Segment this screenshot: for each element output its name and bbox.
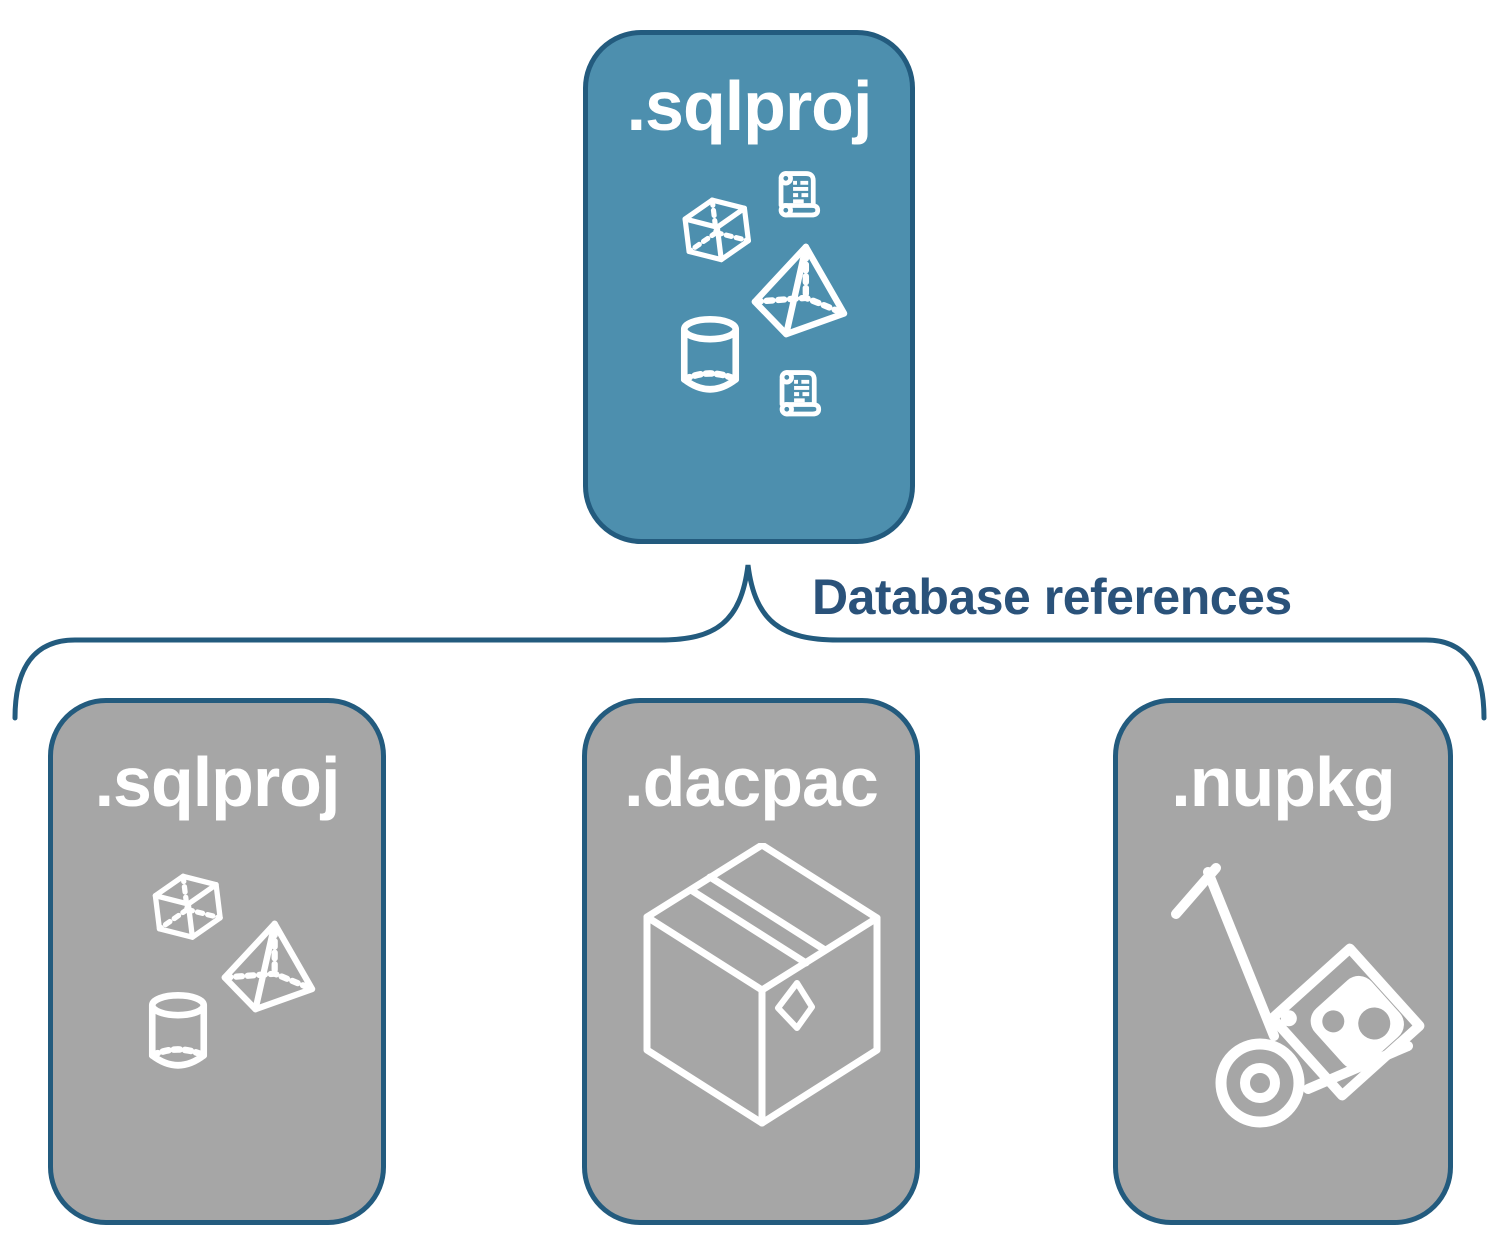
child-node-nupkg: .nupkg (1113, 698, 1453, 1225)
child-node-title: .nupkg (1171, 743, 1395, 821)
scroll-icon (778, 171, 821, 218)
root-node-title: .sqlproj (626, 67, 873, 145)
child-node-dacpac: .dacpac (582, 698, 920, 1225)
cylinder-icon (148, 992, 208, 1069)
root-node-sqlproj: .sqlproj (583, 30, 915, 544)
pyramid-icon (221, 920, 316, 1013)
scroll-icon (779, 370, 822, 417)
cube-icon (682, 197, 751, 263)
child-node-title: .sqlproj (94, 743, 341, 821)
brace-connector (12, 564, 1487, 721)
package-box-icon (643, 843, 881, 1127)
pyramid-icon (751, 243, 848, 338)
cube-icon (152, 873, 223, 940)
edge-label: Database references (812, 569, 1292, 625)
nuget-hand-truck-icon (1171, 863, 1425, 1128)
child-node-title: .dacpac (624, 743, 879, 821)
cylinder-icon (680, 316, 740, 393)
child-node-sqlproj: .sqlproj (48, 698, 386, 1225)
